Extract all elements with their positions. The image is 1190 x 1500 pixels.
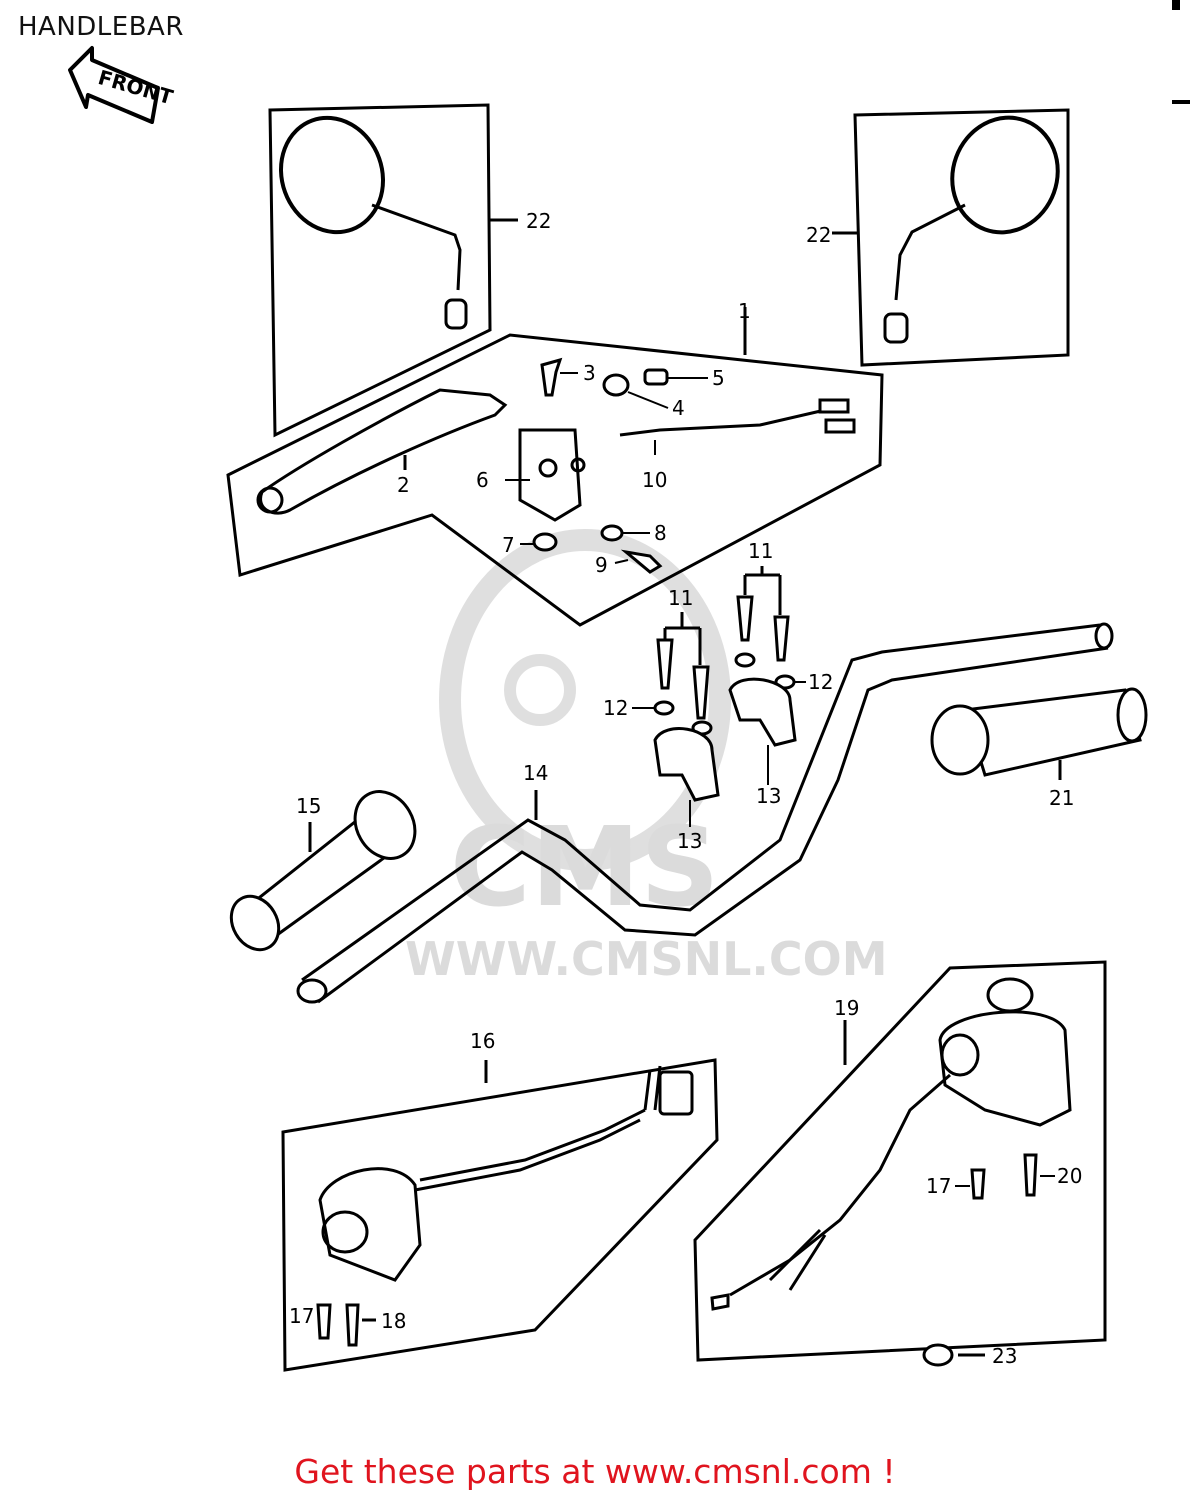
callout-21: 21 — [1049, 786, 1074, 810]
callout-10: 10 — [642, 468, 667, 492]
left-switch-group — [281, 1058, 719, 1372]
callout-12-left: 12 — [603, 696, 628, 720]
callout-11-left: 11 — [668, 586, 693, 610]
callout-22-left: 22 — [526, 209, 551, 233]
right-switch-group — [693, 960, 1107, 1367]
callout-4: 4 — [672, 396, 685, 420]
callout-labels: 1 2 3 4 5 6 7 8 9 10 11 11 12 12 13 13 1… — [289, 209, 1082, 1368]
callout-1: 1 — [738, 299, 751, 323]
callout-18: 18 — [381, 1309, 406, 1333]
edge-mark-mid — [1172, 100, 1190, 104]
callout-13-right: 13 — [756, 784, 781, 808]
right-mirror-group — [832, 108, 1070, 367]
watermark-url: WWW.CMSNL.COM — [405, 932, 888, 986]
callout-9: 9 — [595, 553, 608, 577]
callout-12-right: 12 — [808, 670, 833, 694]
callout-19: 19 — [834, 996, 859, 1020]
watermark-brand: CMS — [450, 803, 719, 931]
callout-14: 14 — [523, 761, 548, 785]
footer-link[interactable]: Get these parts at www.cmsnl.com ! — [294, 1452, 896, 1491]
callout-2: 2 — [397, 473, 410, 497]
callout-11-right: 11 — [748, 539, 773, 563]
lever-assembly-group — [226, 307, 884, 627]
watermark: CMS WWW.CMSNL.COM — [405, 529, 888, 986]
page-title: HANDLEBAR — [18, 12, 184, 42]
left-grip — [229, 790, 417, 952]
callout-6: 6 — [476, 468, 489, 492]
callout-13-left: 13 — [677, 829, 702, 853]
callout-16: 16 — [470, 1029, 495, 1053]
callout-22-right: 22 — [806, 223, 831, 247]
left-mirror-group — [268, 103, 518, 438]
front-arrow: FRONT — [68, 46, 176, 124]
edge-mark-top — [1172, 0, 1180, 10]
right-grip — [930, 687, 1148, 780]
callout-17-left: 17 — [289, 1304, 314, 1328]
callout-7: 7 — [502, 533, 515, 557]
callout-5: 5 — [712, 366, 725, 390]
callout-23: 23 — [992, 1344, 1017, 1368]
clamp-hardware — [653, 566, 797, 802]
callout-17-right: 17 — [926, 1174, 951, 1198]
callout-8: 8 — [654, 521, 667, 545]
handlebar — [296, 622, 1114, 1004]
callout-20: 20 — [1057, 1164, 1082, 1188]
leader-lines — [505, 372, 1055, 1187]
hardware-parts — [532, 357, 669, 574]
callout-15: 15 — [296, 794, 321, 818]
callout-3: 3 — [583, 361, 596, 385]
